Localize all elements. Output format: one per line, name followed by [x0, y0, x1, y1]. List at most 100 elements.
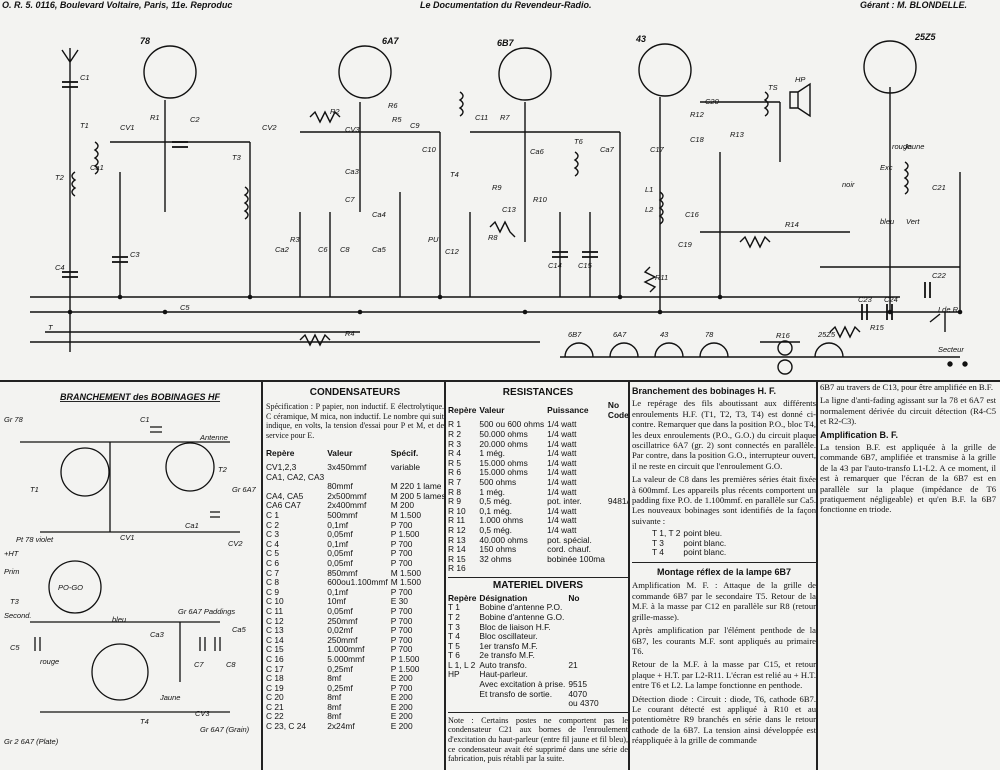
- table-cell: [608, 507, 628, 517]
- component-label: CV1: [120, 123, 135, 132]
- component-label: C22: [932, 271, 947, 280]
- table-cell: C 19: [266, 682, 284, 693]
- bobinage-label: Second.: [4, 611, 32, 620]
- table-cell: 0,1mf: [327, 538, 349, 549]
- table-cell: C 5: [266, 548, 280, 559]
- table-cell: 1/4 watt: [547, 457, 577, 468]
- table-cell: P 700: [390, 605, 413, 616]
- component-label: C4: [55, 263, 65, 272]
- bobinage-label: PO-GO: [58, 583, 83, 592]
- montage-paragraph: Amplification M. F. : Attaque de la gril…: [632, 580, 816, 622]
- bobinage-label: T4: [140, 717, 149, 726]
- table-cell: C 7: [266, 567, 280, 578]
- column-header: Désignation: [479, 593, 528, 604]
- table-cell: C 18: [266, 673, 284, 684]
- table-cell: [608, 440, 628, 450]
- table-cell: C 12: [266, 615, 284, 626]
- component-label: C23: [858, 295, 873, 304]
- table-cell: 250mmf: [327, 634, 358, 645]
- table-cell: 1/4 watt: [547, 429, 577, 439]
- table-cell: C 10: [266, 596, 284, 607]
- table-cell: E 200: [390, 673, 413, 684]
- table-cell: P 700: [390, 586, 413, 597]
- bobinage-label: Gr 2 6A7 (Plate): [4, 737, 59, 746]
- montage-paragraph: Après amplification par l'élément pentho…: [632, 625, 816, 656]
- resistances-title: RESISTANCES: [502, 387, 574, 398]
- component-label: R8: [488, 233, 498, 242]
- component-label: R4: [345, 329, 355, 338]
- component-label: C6: [318, 245, 328, 254]
- table-cell: C 8: [266, 577, 280, 588]
- table-cell: C 2: [266, 519, 280, 530]
- component-label: C19: [678, 240, 693, 249]
- table-cell: point blanc.: [683, 547, 727, 558]
- bobinage-label: Gr 6A7 Paddings: [178, 607, 235, 616]
- component-label: Jaune: [903, 142, 924, 151]
- component-label: Exc: [880, 163, 893, 172]
- table-cell: [568, 623, 601, 633]
- component-label: HP: [795, 75, 805, 84]
- component-label: T4: [450, 170, 459, 179]
- header-right: Gérant : M. BLONDELLE.: [860, 0, 968, 10]
- table-cell: C 1: [266, 510, 280, 520]
- table-cell: [608, 420, 628, 430]
- table-cell: [608, 545, 628, 555]
- component-label: R3: [290, 235, 300, 244]
- circuit-schematic: 78 6A7 6B7 43 25Z5 6B7 6A7 43 78 25Z5 C1…: [30, 32, 968, 375]
- table-cell: 0,25mf: [327, 682, 353, 693]
- table-cell: R 9: [448, 496, 462, 507]
- table-cell: [448, 680, 479, 690]
- table-cell: 50.000 ohms: [479, 429, 528, 439]
- table-cell: [568, 603, 601, 613]
- table-cell: Bobine d'antenne P.O.: [479, 602, 563, 613]
- table-cell: R 5: [448, 457, 462, 468]
- table-cell: 1 még.: [479, 486, 506, 497]
- table-cell: CA6 CA7: [266, 500, 301, 511]
- table-cell: [608, 516, 628, 526]
- component-label: C13: [502, 205, 517, 214]
- table-cell: T 3: [448, 621, 460, 632]
- tube-label-78: 78: [140, 36, 150, 46]
- component-label: C15: [578, 261, 593, 270]
- table-cell: E 200: [390, 711, 413, 722]
- component-label: bleu: [880, 217, 895, 226]
- table-cell: 500mmf: [327, 510, 358, 520]
- table-cell: 8mf: [327, 673, 342, 684]
- bobinage-label: Ca1: [185, 521, 199, 530]
- table-cell: 0,1mf: [327, 519, 349, 530]
- component-label: C24: [884, 295, 898, 304]
- table-cell: R 1: [448, 419, 462, 430]
- table-cell: 1 még.: [479, 448, 506, 459]
- table-cell: C 6: [266, 557, 280, 568]
- table-cell: 15.000 ohms: [479, 457, 528, 468]
- component-label: R14: [785, 220, 799, 229]
- column-divider: [444, 382, 446, 770]
- tube-label-43: 43: [635, 34, 646, 44]
- heater-label-43: 43: [660, 330, 669, 339]
- table-cell: T 1: [448, 602, 460, 613]
- table-cell: C 20: [266, 692, 284, 703]
- table-cell: [608, 536, 628, 546]
- column-header: Repère: [448, 593, 477, 604]
- component-label: C20: [705, 97, 720, 106]
- table-cell: [568, 632, 601, 642]
- table-cell: M 1.500: [390, 510, 421, 520]
- table-cell: P 700: [390, 625, 413, 636]
- table-cell: C 22: [266, 711, 284, 722]
- table-cell: C 4: [266, 538, 280, 549]
- table-cell: 0,02mf: [327, 625, 353, 636]
